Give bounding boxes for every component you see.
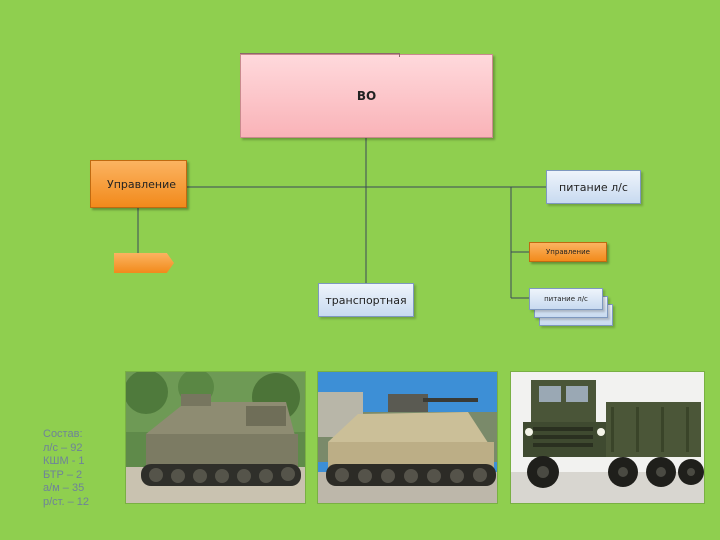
node-transportnaya: транспортная [318, 283, 414, 317]
apc-image [318, 372, 497, 503]
composition-heading: Состав: [43, 428, 83, 440]
composition-line: л/с – 92 [43, 441, 83, 454]
node-pitanie-label: питание л/с [559, 180, 628, 194]
photo-truck [510, 371, 705, 504]
armored-vehicle-image [126, 372, 305, 503]
node-vo-label: ВО [356, 89, 377, 103]
composition-line: а/м – 35 [43, 482, 85, 494]
node-upravlenie-small-label: Управление [546, 248, 590, 256]
node-upravlenie-small: Управление [529, 242, 607, 262]
node-pitanie-small-label: питание л/с [544, 295, 588, 303]
node-pitanie-small: питание л/с [529, 288, 603, 310]
composition-line: БТР – 2 [43, 468, 83, 481]
node-pitanie: питание л/с [546, 170, 641, 204]
node-vo: ВО [240, 54, 493, 138]
composition-list: Состав: л/с – 92 КШМ - 1 БТР – 2 а/м – 3… [43, 428, 123, 509]
node-upravlenie-label: Управление [107, 177, 177, 191]
node-upravlenie: Управление [90, 160, 187, 208]
composition-line: р/ст. – 12 [43, 495, 90, 508]
composition-line: КШМ - 1 [43, 455, 85, 467]
truck-image [511, 372, 704, 503]
photo-apc [317, 371, 498, 504]
node-vo-tab [240, 53, 400, 57]
arrow-shape [114, 253, 174, 273]
photo-command-vehicle [125, 371, 306, 504]
node-transportnaya-label: транспортная [325, 293, 407, 307]
